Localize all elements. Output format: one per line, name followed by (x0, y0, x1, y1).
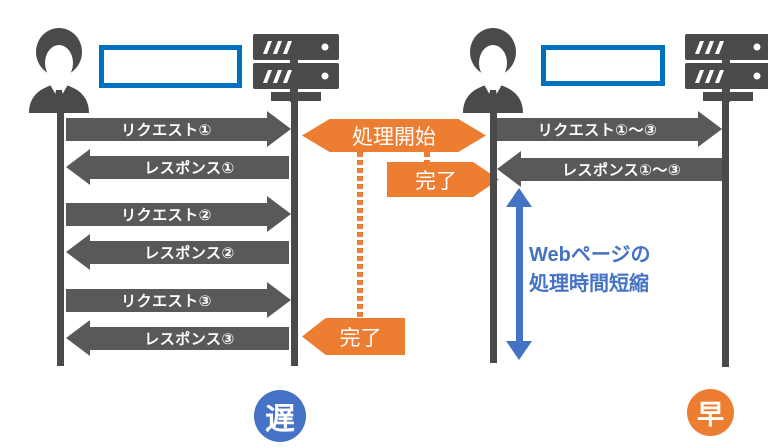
client-label-box-left (99, 45, 242, 88)
done-slow-label: 完了 (339, 326, 382, 350)
fast-verdict-label: 早 (697, 400, 724, 430)
request-2-label: リクエスト② (121, 206, 212, 224)
annotation-line-2: 処理時間短縮 (529, 273, 649, 295)
annotation-line-1: Webページの (529, 244, 651, 266)
response-1-arrow: レスポンス① (66, 149, 289, 185)
batched-response-label: レスポンス①～③ (561, 161, 682, 179)
arrow-head-right-icon (267, 196, 291, 232)
response-3-label: レスポンス③ (144, 330, 235, 348)
server-icon (685, 34, 768, 102)
arrow-head-left-icon (66, 234, 90, 270)
request-3-label: リクエスト③ (121, 292, 212, 310)
client-timeline-left (57, 105, 64, 366)
done-fast-badge: 完了 (387, 162, 499, 197)
process-start-label: 処理開始 (352, 125, 436, 149)
request-1-body: リクエスト① (66, 117, 267, 141)
process-start-badge: 処理開始 (302, 119, 486, 152)
response-2-body: レスポンス② (90, 240, 289, 264)
slow-verdict-badge: 遅 (254, 390, 306, 442)
arrow-head-right-icon (267, 282, 291, 318)
server-icon (253, 34, 339, 102)
time-saved-annotation: Webページの 処理時間短縮 (529, 241, 650, 299)
batched-request-arrow: リクエスト①～③ (497, 111, 722, 147)
client-label-box-right (541, 45, 665, 86)
arrow-head-left-icon (66, 149, 90, 185)
fast-verdict-badge: 早 (687, 389, 734, 436)
arrow-head-right-icon (698, 111, 722, 147)
arrow-head-up-icon (506, 188, 532, 207)
arrow-shaft (515, 207, 523, 341)
batched-response-arrow: レスポンス①～③ (497, 151, 722, 187)
slow-verdict-label: 遅 (265, 403, 295, 436)
arrow-head-right-icon (267, 111, 291, 147)
server-timeline-right (722, 100, 729, 367)
time-saved-double-arrow-icon (506, 188, 532, 360)
response-2-label: レスポンス② (144, 244, 235, 262)
request-3-arrow: リクエスト③ (66, 282, 291, 318)
response-1-body: レスポンス① (90, 155, 289, 179)
arrow-head-left-icon (66, 320, 90, 356)
request-2-body: リクエスト② (66, 202, 267, 226)
request-3-body: リクエスト③ (66, 288, 267, 312)
arrow-head-down-icon (506, 341, 532, 360)
server-timeline-left (291, 100, 298, 366)
request-2-arrow: リクエスト② (66, 196, 291, 232)
response-3-arrow: レスポンス③ (66, 320, 289, 356)
person-icon (463, 28, 523, 113)
fast-wait-dotted-line (424, 152, 430, 162)
batched-request-label: リクエスト①～③ (537, 121, 658, 139)
request-1-arrow: リクエスト① (66, 111, 291, 147)
done-slow-badge: 完了 (302, 318, 405, 355)
response-2-arrow: レスポンス② (66, 234, 289, 270)
client-timeline-right (490, 105, 497, 363)
response-1-label: レスポンス① (144, 159, 235, 177)
batched-request-body: リクエスト①～③ (497, 117, 698, 141)
slow-wait-dotted-line (357, 152, 363, 318)
response-3-body: レスポンス③ (90, 326, 289, 350)
request-1-label: リクエスト① (121, 121, 212, 139)
batched-response-body: レスポンス①～③ (521, 157, 722, 181)
person-icon (29, 28, 89, 113)
arrow-head-left-icon (497, 151, 521, 187)
done-fast-label: 完了 (415, 169, 457, 193)
